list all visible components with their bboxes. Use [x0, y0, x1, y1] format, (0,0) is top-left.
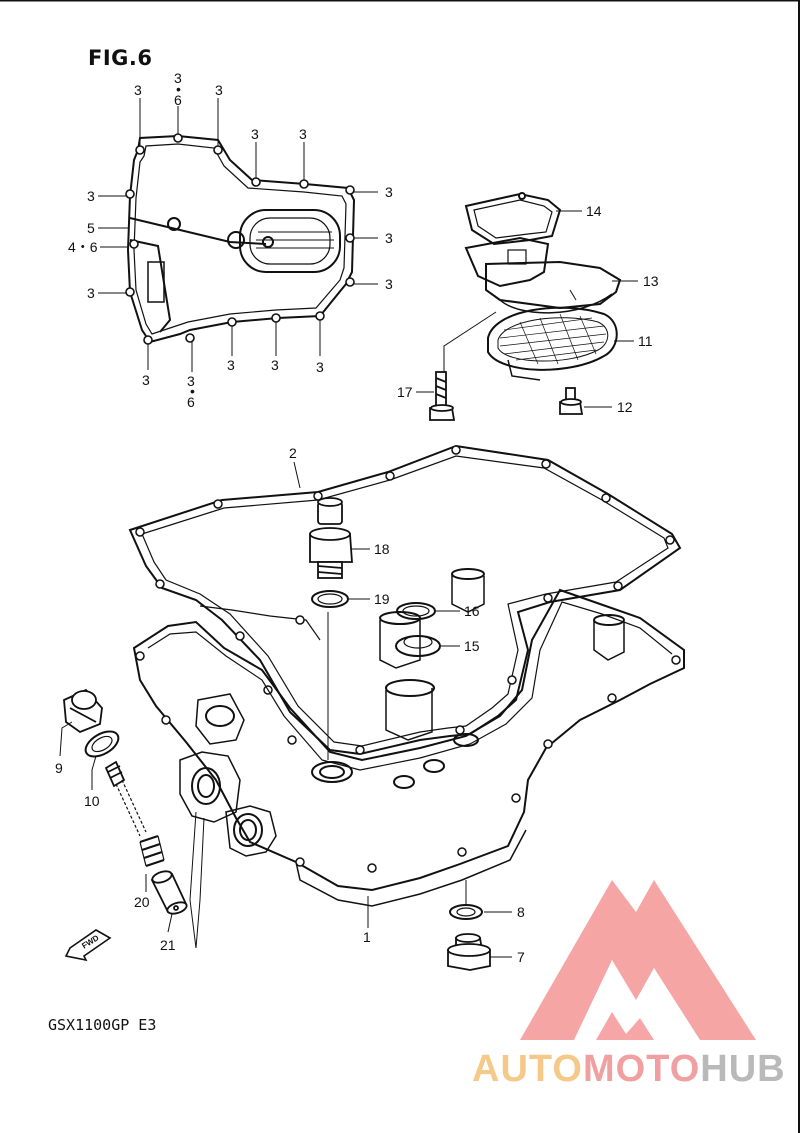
strainer-body-13	[464, 236, 622, 314]
label-3: 3	[187, 373, 195, 389]
left-leader-lines	[59, 721, 205, 949]
label-8: 8	[517, 904, 525, 920]
label-19: 19	[374, 591, 390, 607]
oil-pan-gasket-2	[128, 444, 682, 756]
gasket-10	[84, 730, 120, 758]
label-2: 2	[289, 445, 297, 461]
label-12: 12	[617, 399, 633, 415]
label-20: 20	[134, 894, 150, 910]
pan-holes	[135, 651, 681, 873]
label-3: 3	[87, 188, 95, 204]
brand-part-3: HUB	[700, 1048, 786, 1090]
label-3: 3	[385, 230, 393, 246]
o-ring-15	[395, 635, 441, 657]
spring-20	[139, 835, 165, 867]
brand-part-1: AUTO	[472, 1048, 583, 1090]
label-3: 3	[215, 82, 223, 98]
label-11: 11	[638, 333, 653, 349]
fwd-arrow-icon: FWD	[64, 929, 112, 962]
label-3: 3	[316, 359, 324, 375]
strainer-labels: 14 13 11 17 12	[397, 203, 659, 415]
cover-bolt-holes	[125, 133, 355, 345]
cap-9	[63, 688, 103, 734]
label-6: 6	[174, 92, 182, 108]
label-18: 18	[374, 541, 390, 557]
cover-labels: 3 3 • 6 3 3 3 3 3 5 4・6 3 3 3 3 3 • 6 3 …	[68, 70, 393, 410]
pipe-spring	[104, 760, 147, 837]
label-3: 3	[87, 285, 95, 301]
left-labels: 9 10 20 21	[55, 760, 176, 953]
label-3: 3	[174, 70, 182, 86]
label-dot: •	[190, 383, 195, 399]
label-9: 9	[55, 760, 63, 776]
bolt-17	[429, 371, 456, 421]
label-1: 1	[363, 929, 371, 945]
label-14: 14	[586, 203, 602, 219]
cover-leader-lines	[98, 98, 378, 372]
label-3: 3	[227, 357, 235, 373]
label-6: 6	[187, 394, 195, 410]
label-5: 5	[87, 220, 95, 236]
label-3: 3	[134, 82, 142, 98]
strainer-screen-11	[487, 306, 618, 381]
bolt-12	[559, 387, 584, 415]
label-13: 13	[643, 273, 659, 289]
strainer-gasket-14	[464, 192, 562, 246]
oil-pan-1	[132, 568, 685, 907]
piston-21	[150, 870, 188, 915]
label-17: 17	[397, 384, 413, 400]
plug-labels: 8 7	[517, 904, 525, 965]
model-code: GSX1100GP E3	[48, 1016, 157, 1034]
label-3: 3	[385, 184, 393, 200]
label-10: 10	[84, 793, 100, 809]
label-7: 7	[517, 949, 525, 965]
label-3: 3	[271, 357, 279, 373]
plug-leader-lines	[465, 880, 512, 958]
brand-part-2: MOTO	[582, 1048, 701, 1090]
automotohub-logo	[520, 880, 756, 1040]
label-3: 3	[251, 126, 259, 142]
mid-labels: 2 18 19 16 15 1	[289, 445, 480, 945]
strainer-leader-lines	[416, 210, 638, 408]
brand-wordmark: AUTOMOTOHUB	[472, 1048, 786, 1091]
o-ring-19	[311, 590, 349, 608]
o-ring-16	[396, 602, 436, 620]
oil-pressure-switch-18	[309, 497, 353, 579]
cover-gasket	[126, 134, 356, 344]
drain-plug-7	[447, 933, 491, 971]
label-3: 3	[385, 276, 393, 292]
label-3: 3	[142, 372, 150, 388]
label-dot: •	[176, 81, 181, 97]
gasket-holes	[135, 445, 675, 755]
figure-title: FIG.6	[88, 46, 153, 70]
washer-8	[449, 904, 483, 920]
label-4-6: 4・6	[68, 239, 98, 255]
mid-leader-lines	[293, 461, 460, 928]
label-3: 3	[299, 126, 307, 142]
label-16: 16	[464, 603, 480, 619]
label-21: 21	[160, 937, 176, 953]
label-15: 15	[464, 638, 480, 654]
